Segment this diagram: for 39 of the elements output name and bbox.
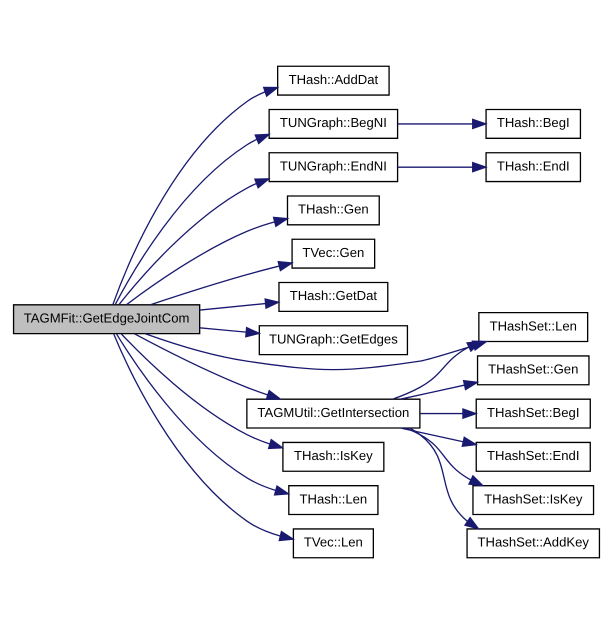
arrow: [134, 333, 282, 400]
node-box: TAGMUtil::GetIntersection: [246, 398, 421, 429]
arrow: [405, 427, 485, 486]
node-box: TVec::Gen: [291, 238, 376, 269]
node-box: THash::GetDat: [278, 282, 388, 312]
arrow: [392, 340, 483, 400]
arrow: [420, 408, 478, 420]
node-box: THashSet::Gen: [476, 355, 590, 386]
node-box: THashSet::BegI: [476, 398, 591, 429]
node-box: THashSet::IsKey: [472, 485, 594, 516]
arrow: [398, 162, 488, 173]
arrow: [114, 134, 271, 305]
node-box: TUNGraph::GetEdges: [258, 325, 408, 356]
node-box: THash::Len: [288, 485, 379, 516]
node-box: THash::Gen: [286, 195, 380, 226]
arrow: [116, 334, 290, 496]
node-box: THash::AddDat: [277, 66, 390, 96]
arrow: [120, 334, 284, 450]
node-box: THash::EndI: [485, 152, 582, 182]
arrow: [112, 86, 280, 305]
arrow: [200, 298, 281, 311]
node-box: TUNGraph::EndNI: [268, 152, 398, 182]
arrow: [400, 427, 478, 448]
node-box: TAGMFit::GetEdgeJointCom: [12, 304, 200, 334]
node-box: THashSet::AddKey: [466, 528, 600, 558]
arrow: [126, 216, 290, 306]
node-box: THashSet::Len: [478, 312, 588, 342]
arrow: [150, 260, 294, 306]
arrow: [398, 118, 488, 130]
arrow: [113, 334, 296, 542]
node-box: THash::IsKey: [282, 442, 384, 472]
node-box: TUNGraph::BegNI: [268, 108, 398, 139]
arrow: [410, 428, 480, 530]
node-box: TVec::Len: [292, 528, 374, 558]
node-box: THashSet::EndI: [476, 442, 591, 472]
arrow: [118, 178, 271, 305]
node-box: THash::BegI: [485, 108, 582, 139]
arrow: [200, 326, 262, 338]
arrow: [400, 380, 480, 400]
